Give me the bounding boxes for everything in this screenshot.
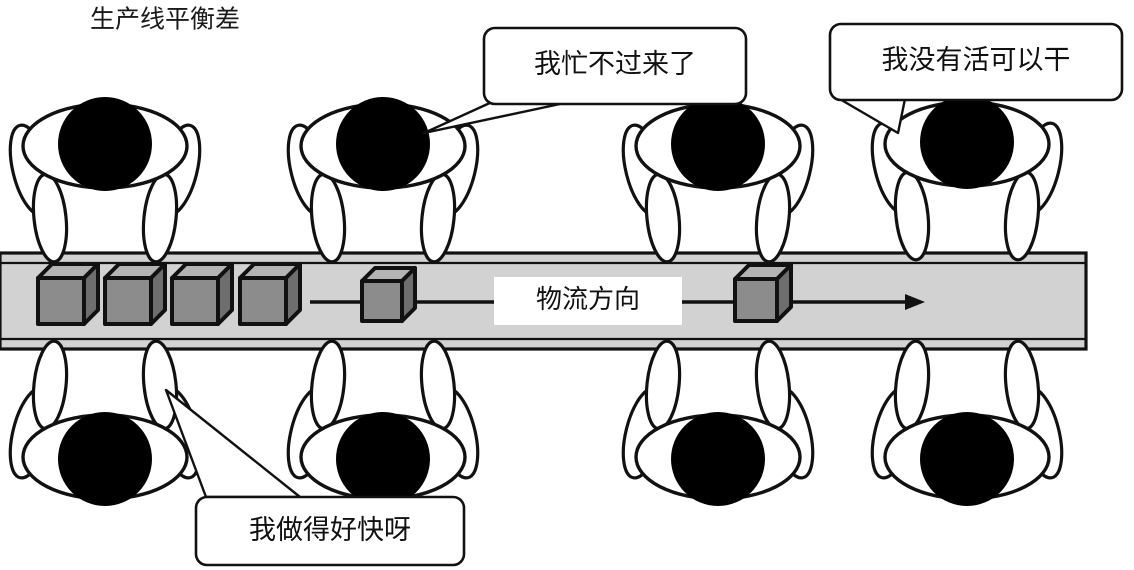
speech-bubble-idle-text: 我没有活可以干 [882, 45, 1071, 75]
product-box-4 [238, 262, 302, 326]
product-box-2 [103, 262, 167, 326]
worker-bottom-3 [613, 337, 823, 508]
speech-bubble-fast-text: 我做得好快呀 [249, 515, 411, 545]
speech-bubble-busy[interactable]: 我忙不过来了 [482, 26, 748, 106]
speech-bubble-fast[interactable]: 我做得好快呀 [194, 495, 466, 567]
speech-bubble-busy-text: 我忙不过来了 [534, 49, 696, 79]
worker-bottom-1 [0, 337, 210, 508]
worker-bottom-2 [278, 337, 488, 508]
flow-direction-label-text: 物流方向 [536, 285, 640, 314]
worker-top-1 [0, 95, 210, 266]
product-box-6 [733, 263, 793, 323]
speech-bubble-fast-tail [164, 388, 302, 499]
speech-bubble-tails-layer [164, 96, 907, 499]
page-title: 生产线平衡差 [90, 6, 240, 34]
speech-bubble-idle[interactable]: 我没有活可以干 [828, 22, 1124, 102]
worker-top-3 [613, 95, 823, 266]
product-box-1 [36, 262, 100, 326]
speech-bubble-idle-tail [836, 96, 907, 135]
product-box-3 [170, 262, 234, 326]
flow-direction-label: 物流方向 [494, 277, 682, 325]
product-box-5 [360, 266, 417, 323]
worker-bottom-4 [862, 337, 1072, 508]
product-boxes-layer [36, 262, 793, 326]
